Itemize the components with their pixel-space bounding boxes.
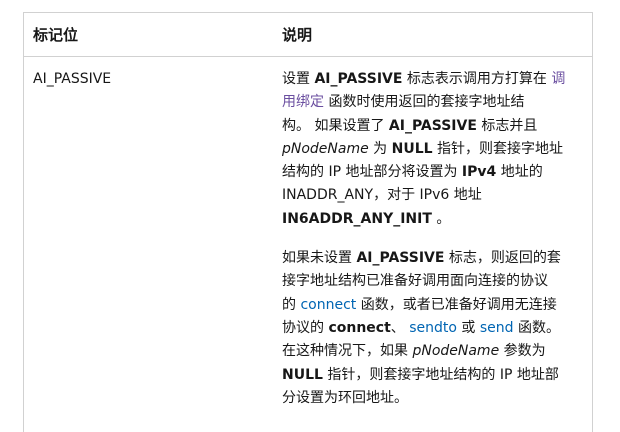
description-paragraph-2: 如果未设置 AI_PASSIVE 标志，则返回的套 接字地址结构已准备好调用面向… xyxy=(282,247,582,410)
text: INADDR_ANY，对于 IPv6 地址 xyxy=(282,187,482,204)
flag-cell: AI_PASSIVE xyxy=(33,71,112,87)
text: 设置 xyxy=(282,71,315,87)
text: 指针，则套接字地址 xyxy=(432,140,564,157)
flags-table: 标记位 说明 AI_PASSIVE 设置 AI_PASSIVE 标志表示调用方打… xyxy=(23,12,593,432)
text: 函数时使用返回的套接字地址结 xyxy=(324,94,525,111)
header-flag: 标记位 xyxy=(33,26,79,44)
param-name: pNodeName xyxy=(282,140,369,157)
text: 构。 如果设置了 xyxy=(282,117,389,134)
sendto-link[interactable]: sendto xyxy=(409,319,457,336)
bind-link-cont[interactable]: 用绑定 xyxy=(282,94,324,111)
text: 地址的 xyxy=(496,164,543,181)
text: 标志，则返回的套 xyxy=(444,250,561,267)
text: 函数。 xyxy=(513,319,561,336)
text: 标志表示调用方打算在 xyxy=(402,71,552,87)
text: 参数为 xyxy=(499,343,546,360)
description-paragraph-1: 设置 AI_PASSIVE 标志表示调用方打算在 调 用绑定 函数时使用返回的套… xyxy=(282,68,582,231)
code-term: IN6ADDR_ANY_INIT xyxy=(282,210,432,227)
bind-link[interactable]: 调 xyxy=(551,71,566,87)
code-term: IPv4 xyxy=(461,164,497,181)
text: 结构的 IP 地址部分将设置为 xyxy=(282,164,462,181)
text: 、 xyxy=(390,319,410,336)
text: 或 xyxy=(456,319,480,336)
text: 函数，或者已准备好调用无连接 xyxy=(356,296,557,313)
text: 分设置为环回地址。 xyxy=(282,389,408,406)
text: 协议的 xyxy=(282,319,329,336)
send-link[interactable]: send xyxy=(479,319,514,336)
description-cell: 设置 AI_PASSIVE 标志表示调用方打算在 调 用绑定 函数时使用返回的套… xyxy=(282,68,582,426)
header-description: 说明 xyxy=(282,26,313,44)
text: 在这种情况下，如果 xyxy=(282,343,413,360)
text: 为 xyxy=(368,140,392,157)
param-name: pNodeName xyxy=(412,343,500,360)
code-term: AI_PASSIVE xyxy=(356,250,445,267)
code-term: NULL xyxy=(282,366,323,383)
code-term: NULL xyxy=(391,140,433,157)
connect-link[interactable]: connect xyxy=(300,296,357,313)
text: 指针，则套接字地址结构的 IP 地址部 xyxy=(322,366,559,383)
text: 标志并且 xyxy=(476,117,538,134)
code-term: connect xyxy=(328,319,391,336)
text: 。 xyxy=(431,210,451,227)
text: 接字地址结构已准备好调用面向连接的协议 xyxy=(282,273,548,290)
text: 如果未设置 xyxy=(282,250,357,267)
code-term: AI_PASSIVE xyxy=(314,71,403,87)
table-header: 标记位 说明 xyxy=(24,13,592,57)
text: 的 xyxy=(282,296,301,313)
code-term: AI_PASSIVE xyxy=(388,117,477,134)
